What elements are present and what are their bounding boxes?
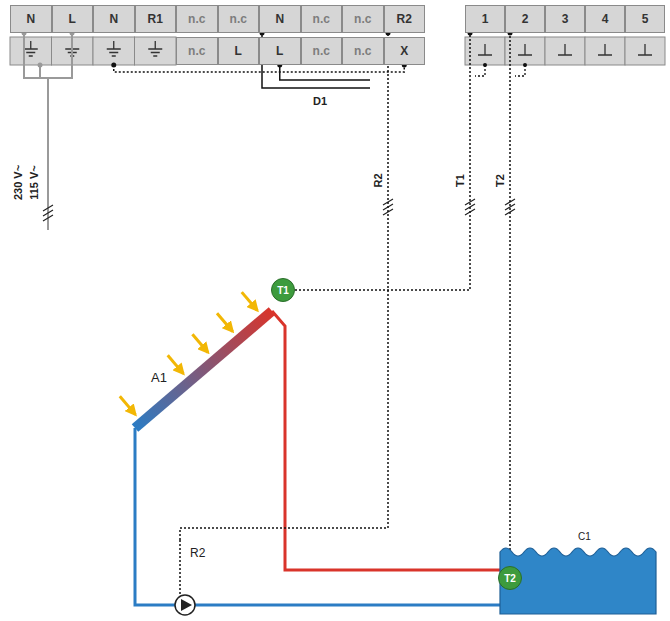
ground-symbol bbox=[148, 41, 162, 56]
terminal-cell: L bbox=[52, 5, 94, 33]
voltage-label: 230 V~ bbox=[12, 163, 25, 200]
part-label: A1 bbox=[151, 370, 167, 385]
pump: R2 bbox=[170, 540, 216, 618]
ground-symbol bbox=[107, 41, 121, 56]
terminal-cell: N bbox=[259, 5, 301, 33]
terminal-label: n.c bbox=[354, 44, 371, 58]
part-label: R2 bbox=[190, 546, 205, 560]
signal-wire bbox=[180, 33, 388, 540]
signal-wire bbox=[295, 33, 470, 290]
terminal-cell: L bbox=[218, 37, 260, 65]
terminal-cell: n.c bbox=[342, 37, 384, 65]
pool: C1 bbox=[498, 528, 658, 616]
shield-symbol bbox=[598, 44, 612, 55]
terminal-label: n.c bbox=[230, 12, 247, 26]
temperature-sensor: T2 bbox=[498, 566, 522, 590]
terminal-label: n.c bbox=[354, 12, 371, 26]
terminal-dot bbox=[111, 31, 527, 68]
pump-symbol bbox=[175, 595, 195, 615]
terminal-label: N bbox=[275, 12, 284, 26]
terminal-cell: N bbox=[10, 5, 52, 33]
voltage-label: 115 V~ bbox=[27, 164, 40, 201]
shield-symbol bbox=[558, 44, 572, 55]
cable-label: R2 bbox=[372, 172, 385, 188]
shield-wire bbox=[475, 65, 525, 76]
terminal-label: n.c bbox=[188, 44, 205, 58]
terminal-label: X bbox=[400, 44, 408, 58]
return-pipe bbox=[135, 428, 500, 605]
terminal-cell: n.c bbox=[342, 5, 384, 33]
terminal-label: L bbox=[69, 12, 76, 26]
terminal-cell: 3 bbox=[545, 5, 585, 33]
terminal-label: N bbox=[26, 12, 35, 26]
terminal-cell: n.c bbox=[218, 5, 260, 33]
terminal-label: 3 bbox=[562, 12, 569, 26]
terminal-cell: N bbox=[93, 5, 135, 33]
flow-pipe bbox=[272, 311, 500, 570]
collector-panel bbox=[135, 311, 272, 428]
terminal-cell: L bbox=[259, 37, 301, 65]
cable-label: T2 bbox=[493, 173, 506, 188]
d1-wire bbox=[280, 65, 370, 80]
shield-symbol bbox=[518, 44, 532, 55]
sun-rays bbox=[120, 292, 257, 415]
terminal-cell: R1 bbox=[135, 5, 177, 33]
terminal-label: 4 bbox=[602, 12, 609, 26]
ground-symbol bbox=[24, 41, 38, 56]
terminal-cell: 4 bbox=[585, 5, 625, 33]
solar-collector: A1 bbox=[105, 300, 285, 435]
terminal-cell: n.c bbox=[176, 5, 218, 33]
solar-collector-drawing bbox=[105, 300, 285, 435]
terminal-label: R1 bbox=[148, 12, 163, 26]
pool-shape bbox=[500, 548, 656, 614]
shield-symbol bbox=[478, 44, 492, 55]
terminal-label: 2 bbox=[522, 12, 529, 26]
pump-wire bbox=[179, 540, 181, 596]
terminal-label: L bbox=[235, 44, 242, 58]
ground-terminal bbox=[10, 37, 176, 65]
terminal-cell: n.c bbox=[301, 5, 343, 33]
terminal-cell: n.c bbox=[176, 37, 218, 65]
part-label: C1 bbox=[578, 531, 591, 542]
pump-symbol bbox=[181, 599, 192, 611]
terminal-label: R2 bbox=[397, 12, 412, 26]
temperature-sensor: T1 bbox=[271, 278, 295, 302]
earth-wire bbox=[114, 65, 405, 72]
shield-symbol bbox=[638, 44, 652, 55]
terminal-label: N bbox=[109, 12, 118, 26]
terminal-label: n.c bbox=[313, 12, 330, 26]
signal-wire bbox=[509, 33, 511, 566]
terminal-label: n.c bbox=[188, 12, 205, 26]
terminal-label: 1 bbox=[482, 12, 489, 26]
terminal-cell: 1 bbox=[465, 5, 505, 33]
sensor-label: T1 bbox=[277, 285, 289, 296]
power-wire bbox=[24, 33, 72, 230]
terminal-label: 5 bbox=[642, 12, 649, 26]
terminal-cell: R2 bbox=[384, 5, 426, 33]
device-label: D1 bbox=[312, 95, 328, 108]
terminal-cell: n.c bbox=[301, 37, 343, 65]
terminal-cell: 5 bbox=[625, 5, 665, 33]
cable-hatch bbox=[43, 205, 53, 221]
terminal-cell: X bbox=[384, 37, 426, 65]
terminal-label: L bbox=[276, 44, 283, 58]
terminal-label: n.c bbox=[313, 44, 330, 58]
terminal-cell: 2 bbox=[505, 5, 545, 33]
cable-label: T1 bbox=[453, 173, 466, 188]
terminal-dot bbox=[22, 31, 75, 68]
shield-terminal bbox=[465, 37, 665, 65]
sensor-label: T2 bbox=[504, 573, 516, 584]
